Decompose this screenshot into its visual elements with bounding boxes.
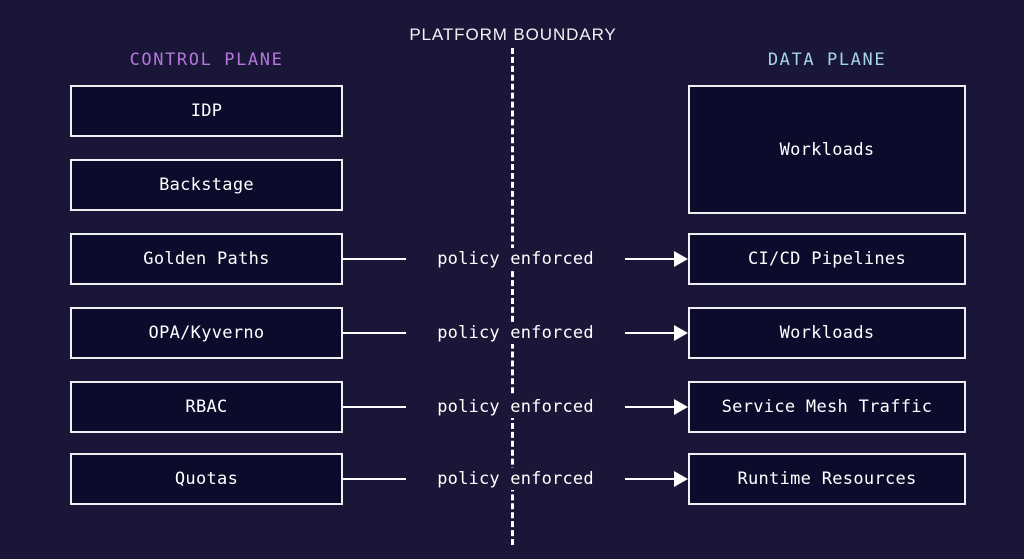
arrow-head-icon [674, 251, 688, 267]
edge-label-policy-enforced: policy enforced [406, 322, 625, 344]
edge-golden-paths-to-cicd-pipelines: policy enforced [343, 248, 688, 270]
edge-label-policy-enforced: policy enforced [406, 396, 625, 418]
edge-rbac-to-service-mesh-traffic: policy enforced [343, 396, 688, 418]
data-plane-node-runtime-resources[interactable]: Runtime Resources [688, 453, 966, 505]
arrow-head-icon [674, 471, 688, 487]
edge-label-policy-enforced: policy enforced [406, 248, 625, 270]
edge-quotas-to-runtime-resources: policy enforced [343, 468, 688, 490]
control-plane-node-quotas[interactable]: Quotas [70, 453, 343, 505]
control-plane-node-idp[interactable]: IDP [70, 85, 343, 137]
platform-boundary-divider [511, 48, 514, 545]
platform-boundary-title: PLATFORM BOUNDARY [409, 25, 617, 44]
control-plane-node-golden-paths[interactable]: Golden Paths [70, 233, 343, 285]
control-plane-node-rbac[interactable]: RBAC [70, 381, 343, 433]
control-plane-node-opa-kyverno[interactable]: OPA/Kyverno [70, 307, 343, 359]
edge-opa-kyverno-to-workloads: policy enforced [343, 322, 688, 344]
data-plane-node-workloads-top[interactable]: Workloads [688, 85, 966, 214]
data-plane-node-workloads[interactable]: Workloads [688, 307, 966, 359]
data-plane-node-cicd-pipelines[interactable]: CI/CD Pipelines [688, 233, 966, 285]
data-plane-header: DATA PLANE [767, 50, 887, 70]
control-plane-node-backstage[interactable]: Backstage [70, 159, 343, 211]
edge-label-policy-enforced: policy enforced [406, 468, 625, 490]
arrow-head-icon [674, 325, 688, 341]
arrow-head-icon [674, 399, 688, 415]
control-plane-header: CONTROL PLANE [129, 50, 284, 70]
data-plane-node-service-mesh-traffic[interactable]: Service Mesh Traffic [688, 381, 966, 433]
